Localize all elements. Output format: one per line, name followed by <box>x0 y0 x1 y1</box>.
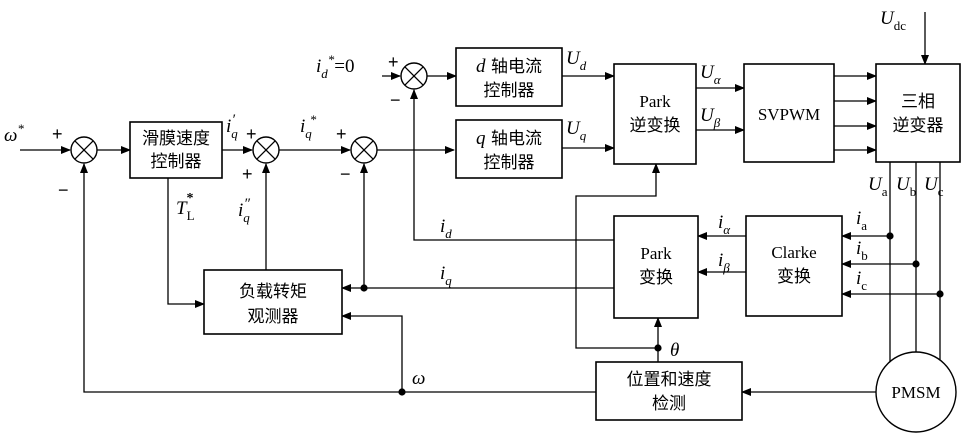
signal-ialpha: iα <box>718 212 731 237</box>
block-park-inverse: Park 逆变换 <box>614 64 696 164</box>
signal-udc: Udc <box>880 8 906 33</box>
sign-minus: − <box>340 164 351 184</box>
block-pmsm: PMSM <box>876 352 956 432</box>
signal-iq: iq <box>440 263 452 288</box>
block-load-torque-observer: 负载转矩 观测器 <box>204 270 342 334</box>
signal-iq-dprime: iq″ <box>238 196 251 225</box>
junction-dot <box>936 290 943 297</box>
signal-iq-prime: iq′ <box>226 112 238 141</box>
signal-ibeta: iβ <box>718 250 730 275</box>
signal-theta: θ <box>670 340 679 361</box>
junction-dot <box>912 260 919 267</box>
signal-id: id <box>440 216 452 241</box>
sign-minus: − <box>390 90 401 110</box>
block-clarke-line-1: Clarke <box>771 243 816 262</box>
signal-ud: Ud <box>566 48 587 73</box>
signal-ub: Ub <box>896 174 916 199</box>
block-observer-line-2: 观测器 <box>248 307 299 327</box>
block-clarke-line-2: 变换 <box>777 267 811 287</box>
block-d-controller-line-2: 控制器 <box>484 81 535 101</box>
block-inverter-line-2: 逆变器 <box>893 116 944 136</box>
sign-plus: + <box>388 52 399 72</box>
block-smc-line-1: 滑膜速度 <box>142 129 210 149</box>
block-park-line-1: Park <box>640 244 672 263</box>
summing-junction-q <box>351 137 377 163</box>
junction-dot <box>398 388 405 395</box>
block-park-inverse-line-1: Park <box>639 92 671 111</box>
block-svpwm: SVPWM <box>744 64 834 162</box>
signal-iq-ref: iq* <box>300 112 317 141</box>
block-inverter: 三相 逆变器 <box>876 64 960 162</box>
summing-junction-speed <box>71 137 97 163</box>
block-pmsm-label: PMSM <box>891 383 940 402</box>
summing-junction-d <box>401 63 427 89</box>
block-detect-line-1: 位置和速度 <box>627 370 712 390</box>
signal-uc: Uc <box>924 174 944 199</box>
signal-tl-hat: TL* <box>176 191 195 223</box>
block-clarke: Clarke 变换 <box>746 216 842 316</box>
signal-ib: ib <box>856 238 868 263</box>
signal-ua: Ua <box>868 174 888 199</box>
block-park-line-2: 变换 <box>639 268 673 288</box>
block-smc-line-2: 控制器 <box>151 152 202 172</box>
sign-plus: + <box>52 124 63 144</box>
block-svpwm-label: SVPWM <box>758 105 820 124</box>
block-q-controller-line-1: q 轴电流 <box>476 128 542 149</box>
block-inverter-line-1: 三相 <box>901 92 935 112</box>
sign-plus: + <box>242 164 253 184</box>
signal-ualpha: Uα <box>700 62 722 87</box>
block-smc: 滑膜速度 控制器 <box>130 122 222 178</box>
block-q-controller: q 轴电流 控制器 <box>456 120 562 178</box>
summing-junction-iq-comp <box>253 137 279 163</box>
signal-id-ref: id*=0 <box>316 52 355 81</box>
signal-omega-feedback: ω <box>412 368 425 389</box>
signal-ia: ia <box>856 208 867 233</box>
junction-dot <box>654 344 661 351</box>
sign-plus: + <box>336 124 347 144</box>
block-d-controller-text: 轴电流 <box>491 57 542 77</box>
signal-uq: Uq <box>566 118 587 143</box>
sign-plus: + <box>246 124 257 144</box>
block-detect-line-2: 检测 <box>652 394 686 414</box>
sign-minus: − <box>58 180 69 200</box>
junction-dot <box>886 232 893 239</box>
block-q-controller-text: 轴电流 <box>491 129 542 149</box>
block-q-controller-line-2: 控制器 <box>484 153 535 173</box>
signal-ubeta: Uβ <box>700 105 721 130</box>
block-d-controller-line-1: d 轴电流 <box>476 56 542 77</box>
block-q-controller-var: q <box>476 128 486 149</box>
block-observer-line-1: 负载转矩 <box>239 282 307 302</box>
block-d-controller: d 轴电流 控制器 <box>456 48 562 106</box>
block-park-inverse-line-2: 逆变换 <box>630 116 681 136</box>
block-park: Park 变换 <box>614 216 698 318</box>
block-position-speed-detect: 位置和速度 检测 <box>596 362 742 420</box>
junction-dot <box>360 284 367 291</box>
block-d-controller-var: d <box>476 56 486 77</box>
signal-ic: ic <box>856 268 867 293</box>
signal-omega-ref: ω* <box>4 121 24 146</box>
